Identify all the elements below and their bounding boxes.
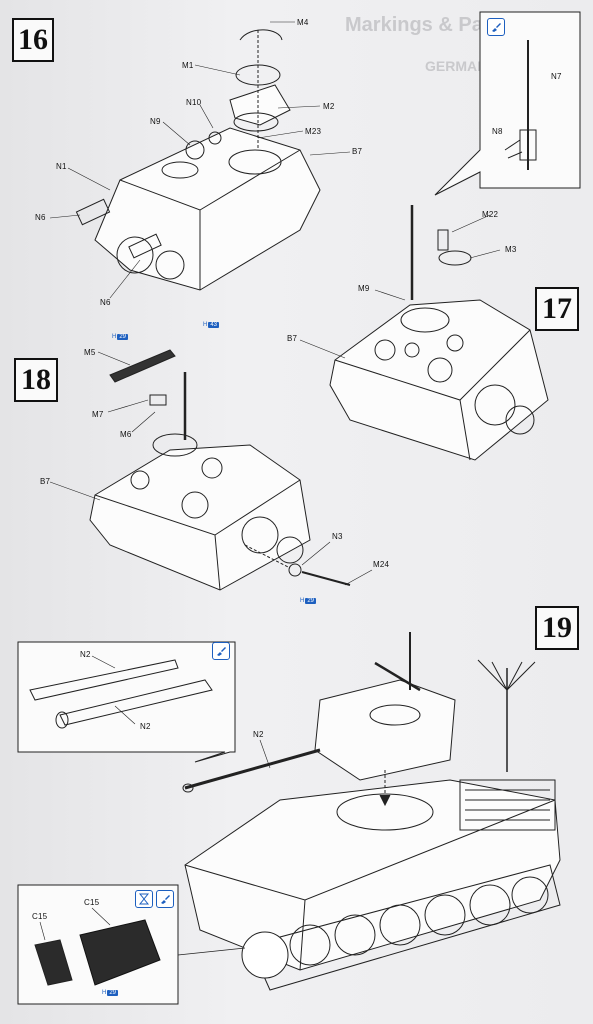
part-label: M6 <box>120 430 132 439</box>
part-label: M5 <box>84 348 96 357</box>
step19-barrel-inset <box>17 641 236 763</box>
step19-leader-n2 <box>259 739 271 769</box>
part-label: N6 <box>35 213 46 222</box>
step19-leaders-inset <box>91 655 136 725</box>
track-leaders <box>39 907 111 941</box>
part-label: N6 <box>100 298 111 307</box>
step16-leaders <box>49 21 351 299</box>
part-label: N2 <box>80 650 91 659</box>
step-number-19: 19 <box>535 606 579 650</box>
step17-inset-frame <box>434 11 581 196</box>
part-label: N2 <box>253 730 264 739</box>
part-label: C15 <box>84 898 100 907</box>
step16-hull <box>75 29 321 291</box>
part-label: N1 <box>56 162 67 171</box>
paint-brush-icon <box>212 642 230 660</box>
paint-brush-icon <box>487 18 505 36</box>
part-label: N2 <box>140 722 151 731</box>
part-label: M23 <box>305 127 322 136</box>
part-label: C15 <box>32 912 48 921</box>
part-label: B7 <box>352 147 363 156</box>
part-label: M9 <box>358 284 370 293</box>
part-label: N8 <box>492 127 503 136</box>
part-label: M1 <box>182 61 194 70</box>
step-number-17: 17 <box>535 287 579 331</box>
part-label: N9 <box>150 117 161 126</box>
track-inset <box>17 884 246 1005</box>
step18-leaders <box>49 351 373 586</box>
part-label: B7 <box>40 477 51 486</box>
part-label: M4 <box>297 18 309 27</box>
part-label: N10 <box>186 98 202 107</box>
part-label: M3 <box>505 245 517 254</box>
step17-leaders <box>299 214 501 359</box>
part-label: B7 <box>287 334 298 343</box>
part-label: M22 <box>482 210 499 219</box>
part-label: M24 <box>373 560 390 569</box>
step18-hull <box>89 349 351 591</box>
step-number-18: 18 <box>14 358 58 402</box>
step19-tank <box>182 632 561 991</box>
part-label: N3 <box>332 532 343 541</box>
paint-brush-icon <box>156 890 174 908</box>
part-label: N7 <box>551 72 562 81</box>
part-label: M2 <box>323 102 335 111</box>
step17-hull <box>329 205 549 461</box>
part-label: M7 <box>92 410 104 419</box>
hourglass-icon <box>135 890 153 908</box>
step-number-16: 16 <box>12 18 54 62</box>
